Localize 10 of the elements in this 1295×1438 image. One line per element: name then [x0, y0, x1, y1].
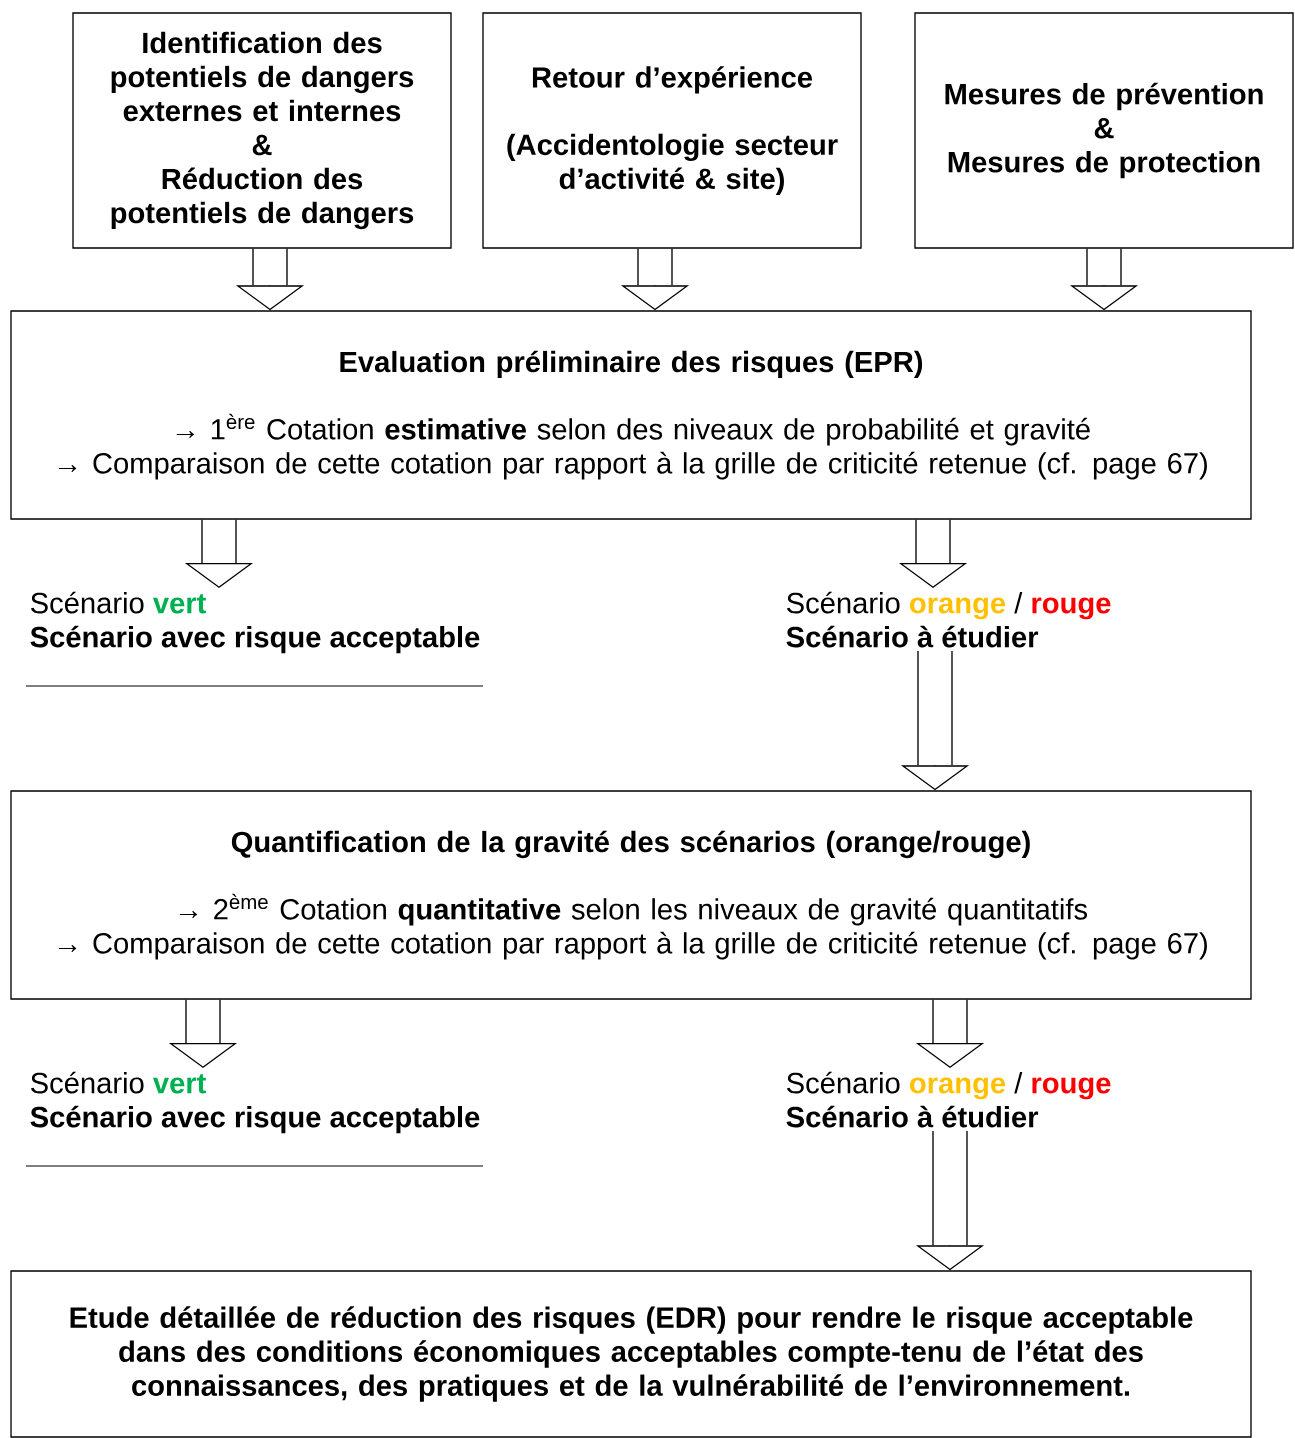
scenario-text: Scénario vert Scénario avec risque acceptable: [30, 591, 480, 654]
text-box: Identification des potentiels de dangers externes et internes & Réduction des potentiels de dangers: [72, 12, 452, 249]
text-box: Retour d’expérience (Accidentologie secteur d’activité & site): [482, 12, 862, 249]
process-box: Etude détaillée de réduction des risques (EDR) pour rendre le risque acceptable dans des conditions économiques acceptables compte-tenu de l’état des connaissances, des pratiques et de la vulnérabilité de l’environnement.: [10, 1270, 1252, 1438]
process-box: Quantification de la gravité des scénarios (orange/rouge) → 2$^{ème}$ Cotation quantitative selon les niveaux de gravité quantitatifs → Comparaison de cette cotation par rapport à la grille de criticité retenue (cf. page 67): [10, 790, 1252, 1000]
scenario-text: Scénario orange / rouge Scénario à étudier: [786, 1071, 1111, 1128]
process-box: Evaluation préliminaire des risques (EPR) → 1$^{ère}$ Cotation estimative selon des niveaux de probabilité et gravité → Comparaison de cette cotation par rapport à la grille de criticité retenue (cf. page 67): [10, 310, 1252, 520]
scenario-text: Scénario vert Scénario avec risque acceptable: [30, 1071, 480, 1134]
scenario-text: Scénario orange / rouge Scénario à étudier: [786, 591, 1111, 648]
text-box: Mesures de prévention & Mesures de protection: [914, 12, 1294, 249]
